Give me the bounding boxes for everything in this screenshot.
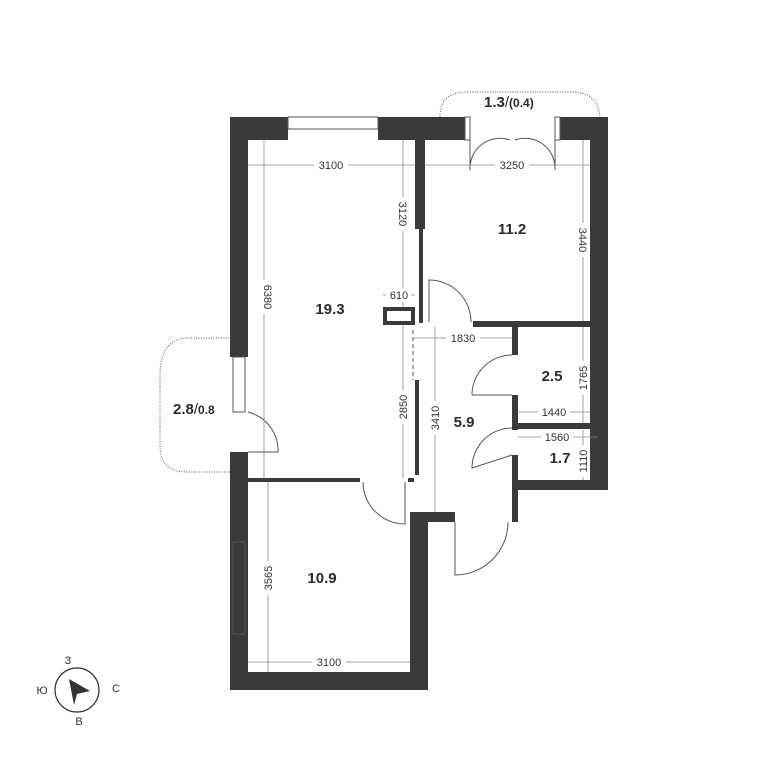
room-area-bedroom: 11.2: [498, 221, 526, 238]
dim-living-upper-height: 3120: [396, 202, 408, 226]
dim-living-total-height: 6380: [261, 285, 273, 309]
compass: З Ю С В: [36, 655, 120, 728]
dim-living-width: 3100: [319, 160, 343, 172]
room-area-toilet: 1.7: [550, 450, 571, 467]
compass-south: Ю: [36, 685, 47, 697]
compass-north: С: [112, 683, 120, 695]
balcony-left-outline: [159, 337, 232, 473]
compass-east: В: [75, 716, 82, 728]
dim-wc-width: 1560: [545, 432, 569, 444]
room-area-bathroom: 2.5: [542, 368, 563, 385]
dim-living-lower-height: 2850: [398, 395, 410, 419]
dim-bath-height: 1765: [578, 366, 590, 390]
dim-hall-height: 3410: [430, 406, 442, 430]
room-area-hallway: 5.9: [454, 414, 475, 431]
dim-niche: 610: [390, 290, 408, 302]
dim-hall-width: 1830: [451, 333, 475, 345]
dim-lower-height: 3565: [263, 566, 275, 590]
compass-west: З: [65, 655, 72, 667]
walls: [230, 117, 608, 690]
windows: [232, 116, 561, 635]
dim-wc-height: 1110: [578, 450, 590, 473]
compass-arrow-icon: [69, 679, 90, 705]
room-area-living: 19.3: [315, 301, 344, 318]
balcony-left-area: 2.8/0.8: [173, 401, 215, 418]
dim-lower-width: 3100: [317, 657, 341, 669]
room-area-bedroom-lower: 10.9: [307, 570, 336, 587]
balcony-top-outline: [439, 91, 601, 118]
dim-bedroom-width: 3250: [500, 160, 524, 172]
balcony-top-area: 1.3/(0.4): [484, 94, 534, 111]
dimension-labels: 3100 3250 6380 3120 3440 610 1830 2850 3…: [261, 158, 590, 669]
dim-bath-width: 1440: [542, 407, 566, 419]
dim-bedroom-height: 3440: [576, 228, 588, 252]
